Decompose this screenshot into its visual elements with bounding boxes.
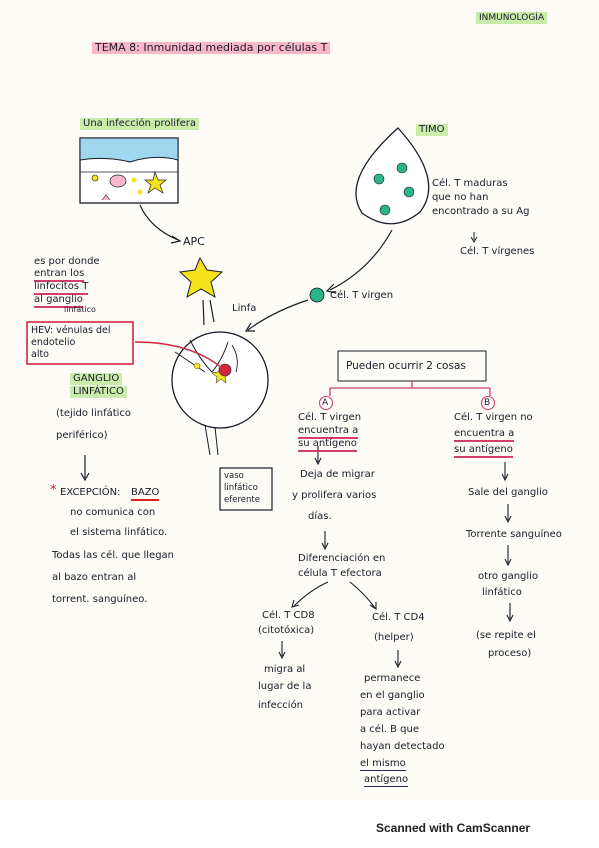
branch-b-line-1: Cél. T virgen no <box>454 412 533 423</box>
diagram-drawing <box>26 127 514 669</box>
side-note-line-4: al ganglio <box>34 294 83 308</box>
side-note-line-3: linfocitos T <box>34 281 89 295</box>
exception-line-3: Todas las cél. que llegan <box>52 550 175 561</box>
cd4-result-6: el mismo <box>360 758 406 771</box>
branch-b-step-4-line-1: (se repite el <box>476 630 536 641</box>
cd8-result-2: lugar de la <box>258 681 312 692</box>
efferent-line-1: vaso <box>224 471 244 481</box>
hev-box-frame <box>26 321 134 365</box>
efferent-line-2: linfático <box>224 483 258 493</box>
hev-line-2: endotelio <box>31 337 76 348</box>
page-title: TEMA 8: Inmunidad mediada por células T <box>92 42 331 54</box>
cd4-result-2: en el ganglio <box>360 690 425 701</box>
cd8-line-2: (citotóxica) <box>258 625 315 636</box>
branches-title: Pueden ocurrir 2 cosas <box>346 360 466 372</box>
exception-line-5: torrent. sanguíneo. <box>52 594 148 605</box>
thymus-illustration <box>355 127 430 225</box>
branch-a-step1-line-1: Deja de migrar <box>300 469 375 480</box>
thymus-label: TIMO <box>416 124 448 136</box>
thymus-note-line-1: Cél. T maduras <box>432 178 508 189</box>
branch-a-step2-line-1: Diferenciación en <box>298 553 386 564</box>
exception-line-2: el sistema linfático. <box>70 527 168 538</box>
branch-b-step-2: Torrente sanguíneo <box>466 529 562 540</box>
cd4-result-4: a cél. B que <box>360 724 419 735</box>
thymus-result: Cél. T vírgenes <box>460 246 535 257</box>
marker-b: B <box>484 398 491 408</box>
hev-line-1: HEV: vénulas del <box>31 325 111 336</box>
lymph-node-label-2: LINFÁTICO <box>70 386 127 398</box>
tissue-line-1: (tejido linfático <box>56 408 132 419</box>
branch-b-step-3-line-1: otro ganglio <box>478 571 539 582</box>
branch-b-line-3: su antígeno <box>454 444 513 458</box>
thymus-note-line-2: que no han <box>432 192 489 203</box>
exception-keyword: EXCEPCIÓN: <box>60 487 121 498</box>
notebook-page <box>0 0 599 800</box>
exception-line-4: al bazo entran al <box>52 572 137 583</box>
hev-line-3: alto <box>31 349 49 360</box>
branch-a-step1-line-2: y prolifera varios <box>292 490 377 501</box>
exception-organ: BAZO <box>131 487 160 501</box>
cd4-result-5: hayan detectado <box>360 741 445 752</box>
cd4-result-3: para activar <box>360 707 421 718</box>
lymph-arrow-label: Linfa <box>232 303 257 314</box>
cd4-result-1: permanece <box>364 673 421 684</box>
apc-cell-illustration <box>178 256 224 299</box>
exception-star: * <box>50 483 57 498</box>
apc-label: APC <box>183 235 205 248</box>
infected-tissue-illustration <box>79 137 179 204</box>
exception-line-1: no comunica con <box>70 507 156 518</box>
cd8-result-1: migra al <box>264 664 306 675</box>
thymus-note-line-3: encontrado a su Ag <box>432 206 530 217</box>
infection-label: Una infección prolifera <box>80 118 199 130</box>
side-note-line-1: es por donde <box>34 256 100 267</box>
tissue-line-2: periférico) <box>56 430 108 441</box>
cd8-result-3: infección <box>258 700 304 711</box>
marker-a: A <box>322 398 329 408</box>
branch-b-step-1: Sale del ganglio <box>468 487 548 498</box>
branch-a-line-2: encuentra a <box>298 425 359 439</box>
branch-a-step1-line-3: días. <box>308 511 332 522</box>
efferent-line-3: eferente <box>224 495 260 505</box>
branch-b-line-2: encuentra a <box>454 428 515 442</box>
efferent-vessel-box-frame <box>219 467 273 511</box>
lymph-node-illustration <box>171 331 269 456</box>
side-note-line-5: linfático <box>64 305 96 314</box>
subject-label: INMUNOLOGÍA <box>476 12 548 24</box>
virgin-cell-label: Cél. T virgen <box>330 290 394 301</box>
virgin-t-cell-dot <box>309 287 325 303</box>
branch-a-line-3: su antígeno <box>298 438 357 452</box>
cd8-line-1: Cél. T CD8 <box>262 610 315 621</box>
side-note-line-2: entran los <box>34 268 85 282</box>
cd4-result-7: antígeno <box>364 774 409 787</box>
branch-a-step2-line-2: célula T efectora <box>298 568 382 579</box>
branch-b-step-4-line-2: proceso) <box>488 648 532 659</box>
branch-b-step-3-line-2: linfático <box>482 587 522 598</box>
cd4-line-1: Cél. T CD4 <box>372 612 425 623</box>
lymph-node-label-1: GANGLIO <box>70 373 123 385</box>
branch-a-line-1: Cél. T virgen <box>298 412 362 423</box>
cd4-line-2: (helper) <box>374 632 414 643</box>
scanner-watermark: Scanned with CamScanner <box>376 821 531 835</box>
